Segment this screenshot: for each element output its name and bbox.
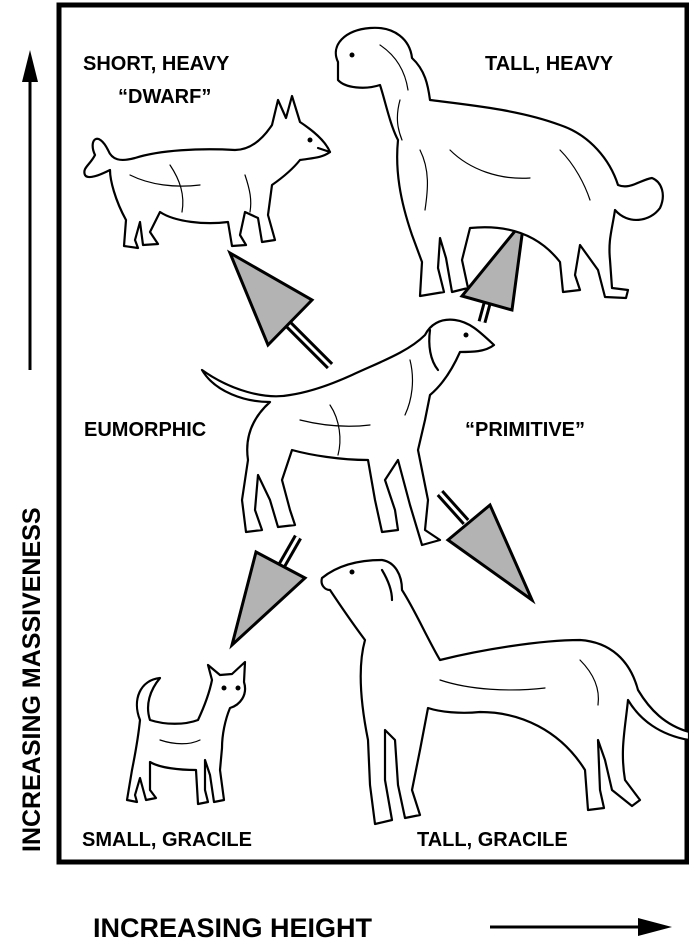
y-axis-arrow [22,50,38,370]
label-small-gracile: SMALL, GRACILE [82,829,252,851]
label-tall-gracile: TALL, GRACILE [417,829,568,851]
label-primitive: “PRIMITIVE” [465,419,585,441]
label-eumorphic: EUMORPHIC [84,419,206,441]
label-dwarf: “DWARF” [118,86,211,108]
x-axis-arrow [490,918,672,936]
label-tall-heavy: TALL, HEAVY [485,53,614,75]
x-axis-label: INCREASING HEIGHT [93,913,373,943]
y-axis-label: INCREASING MASSIVENESS [18,507,46,852]
label-short-heavy: SHORT, HEAVY [83,53,230,75]
